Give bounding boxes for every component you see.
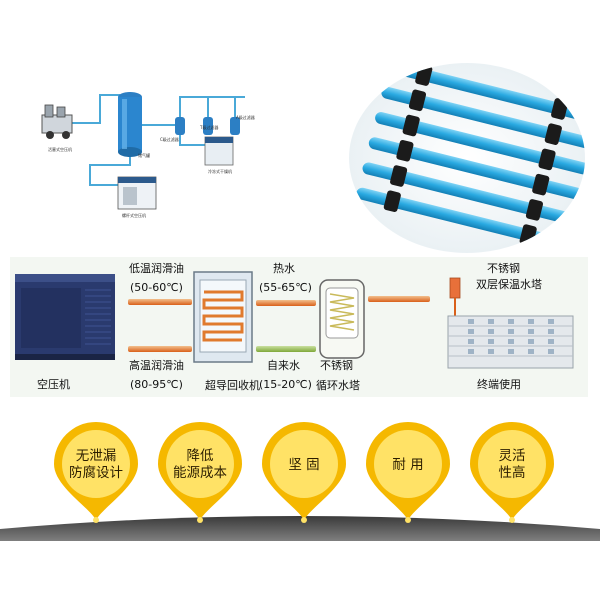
- tank-inner-label: 不锈钢: [320, 359, 353, 372]
- tank-caption: 储气罐: [138, 153, 150, 158]
- filter1-caption: C级过滤器: [160, 137, 179, 142]
- dryer-caption: 冷冻式干燥机: [208, 169, 232, 174]
- feature-2-line2: 能源成本: [173, 465, 227, 481]
- blue-pipes-photo: [348, 62, 586, 254]
- air-tank-icon: [118, 92, 142, 157]
- tower-label-1: 不锈钢: [487, 262, 520, 275]
- building-icon: [438, 276, 578, 374]
- dryer-icon: [204, 136, 234, 166]
- tap-water-pipe: [256, 346, 316, 352]
- air-system-diagram: 活塞式空压机 储气罐 C级过滤器 T级过滤器 A级过滤器 冷冻式干燥机 螺杆式空…: [30, 85, 260, 230]
- recovery-unit-icon: [192, 270, 254, 366]
- low-oil-pipe: [128, 299, 192, 305]
- feature-pin: [256, 420, 352, 524]
- air-system-svg: [41, 92, 245, 210]
- feature-1-line1: 无泄漏: [75, 448, 117, 464]
- hot-water-temp: (55-65℃): [259, 281, 312, 294]
- tower-feed-pipe: [368, 296, 430, 302]
- compressor-caption: 活塞式空压机: [48, 147, 72, 152]
- feature-5-line2: 性高: [498, 465, 526, 481]
- low-oil-temp: (50-60℃): [130, 281, 183, 294]
- tap-water-label: 自来水: [267, 359, 300, 372]
- blue-pipes-svg: [349, 63, 585, 253]
- piston-compressor-icon: [41, 104, 73, 139]
- filter3-caption: A级过滤器: [236, 115, 255, 120]
- feature-5-line1: 灵活: [498, 448, 526, 464]
- feature-4-line1: 耐 用: [392, 457, 424, 473]
- compressor-label: 空压机: [37, 378, 70, 391]
- feature-2-line1: 降低: [186, 448, 214, 464]
- high-oil-label: 高温润滑油: [129, 359, 184, 372]
- feature-pin: [152, 420, 248, 524]
- feature-pin: [48, 420, 144, 524]
- terminal-label: 终端使用: [477, 378, 521, 391]
- low-oil-label: 低温润滑油: [129, 262, 184, 275]
- hot-water-label: 热水: [273, 262, 295, 275]
- circulating-tank-icon: [318, 276, 366, 362]
- feature-pin: [464, 420, 560, 524]
- hot-water-pipe: [256, 300, 316, 306]
- feature-3-line1: 坚 固: [288, 457, 320, 473]
- high-oil-pipe: [128, 346, 192, 352]
- screw-caption: 螺杆式空压机: [122, 213, 146, 218]
- filter-icon: [175, 117, 240, 135]
- screw-compressor-icon: [117, 176, 157, 210]
- filter2-caption: T级过滤器: [200, 125, 219, 130]
- tower-label-2: 双层保温水塔: [476, 278, 542, 291]
- high-oil-temp: (80-95℃): [130, 378, 183, 391]
- feature-pin: [360, 420, 456, 524]
- feature-baseline: [0, 505, 600, 545]
- compressor-cabinet-icon: [13, 270, 121, 362]
- recovery-label: 超导回收机: [205, 379, 260, 392]
- tank-bottom-label: 循环水塔: [316, 379, 360, 392]
- feature-1-line2: 防腐设计: [69, 465, 123, 481]
- tap-water-temp: (15-20℃): [259, 378, 312, 391]
